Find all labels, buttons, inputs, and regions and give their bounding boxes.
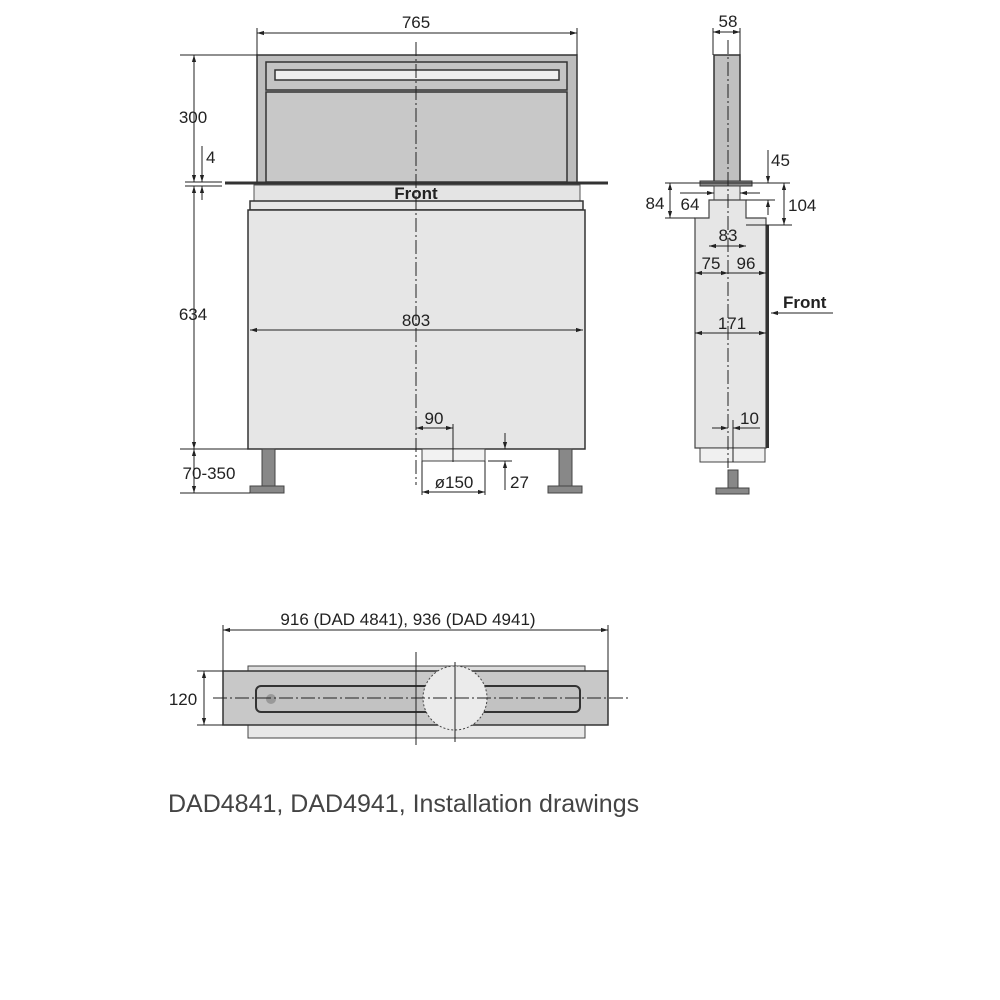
dim-45: 45 <box>771 151 790 170</box>
dim-150: ø150 <box>435 473 474 492</box>
side-view: 58 45 84 64 104 83 75 96 Front 171 10 <box>646 12 833 495</box>
dim-171: 171 <box>718 314 746 333</box>
intake-slot <box>274 69 560 81</box>
dim-75: 75 <box>702 254 721 273</box>
plan-view: 916 (DAD 4841), 936 (DAD 4941) 120 <box>169 610 628 745</box>
dim-10: 10 <box>740 409 759 428</box>
foot-right <box>547 485 583 494</box>
neck <box>713 185 741 201</box>
dim-765: 765 <box>402 13 430 32</box>
side-front-label: Front <box>783 293 827 312</box>
side-leg <box>727 469 739 490</box>
front-label: Front <box>394 184 438 203</box>
dim-plan-width: 916 (DAD 4841), 936 (DAD 4941) <box>280 610 535 629</box>
dim-27: 27 <box>510 473 529 492</box>
dim-96: 96 <box>737 254 756 273</box>
dim-90: 90 <box>425 409 444 428</box>
hood-column <box>713 54 741 183</box>
side-foot <box>715 487 750 495</box>
dim-104: 104 <box>788 196 816 215</box>
foot-left <box>249 485 285 494</box>
dim-70-350: 70-350 <box>183 464 236 483</box>
dim-64: 64 <box>681 195 700 214</box>
leg-right <box>558 448 573 487</box>
dim-120: 120 <box>169 690 197 709</box>
plan-slot <box>255 685 581 713</box>
front-view: Front 765 300 4 634 803 70-350 90 ø150 <box>179 13 608 495</box>
front-panel <box>766 225 769 448</box>
leg-left <box>261 448 276 487</box>
dim-83: 83 <box>719 226 738 245</box>
indicator-dot <box>266 694 276 704</box>
caption: DAD4841, DAD4941, Installation drawings <box>168 790 639 818</box>
dim-4: 4 <box>206 148 215 167</box>
dim-803: 803 <box>402 311 430 330</box>
dim-58: 58 <box>719 12 738 31</box>
dim-300: 300 <box>179 108 207 127</box>
dim-634: 634 <box>179 305 207 324</box>
dim-84: 84 <box>646 194 665 213</box>
